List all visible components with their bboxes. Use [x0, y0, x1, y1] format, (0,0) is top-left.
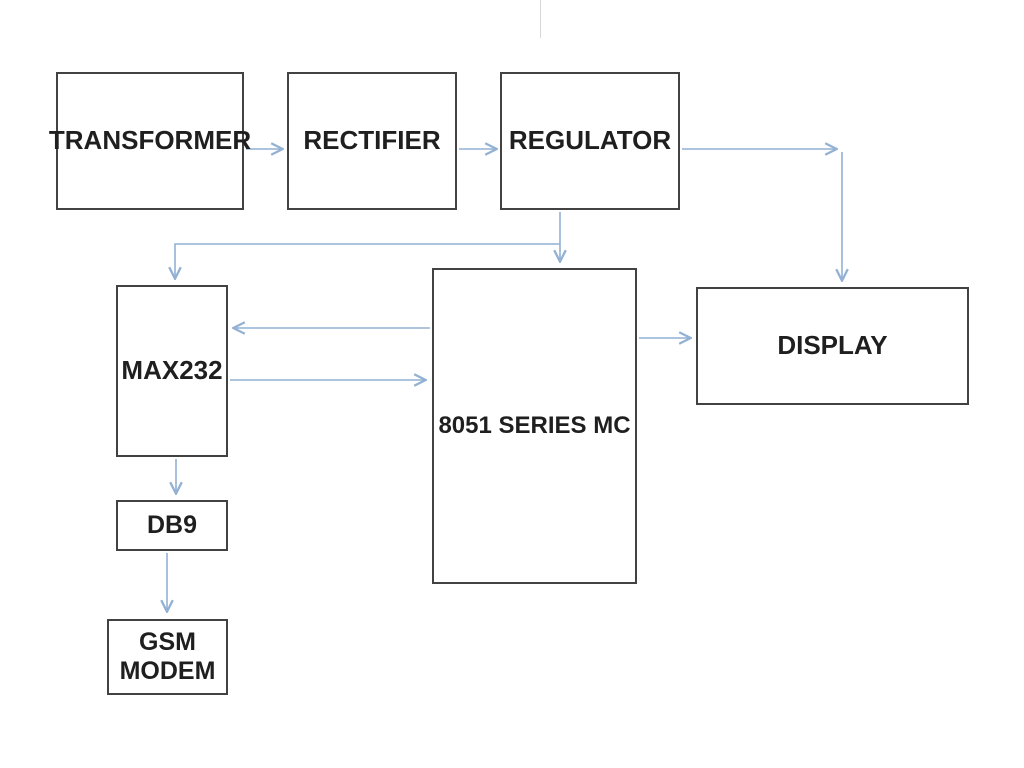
node-rectifier: RECTIFIER [287, 72, 457, 210]
top-edge-artifact-line [540, 0, 541, 38]
node-8051-series-mc-label: 8051 SERIES MC [438, 412, 631, 440]
node-gsm-modem: GSM MODEM [107, 619, 228, 695]
node-db9: DB9 [116, 500, 228, 551]
node-regulator-label: REGULATOR [508, 125, 672, 156]
node-transformer-label: TRANSFORMER [48, 125, 252, 156]
node-rectifier-label: RECTIFIER [303, 125, 441, 156]
node-max232-label: MAX232 [121, 355, 223, 386]
node-display-label: DISPLAY [777, 330, 888, 361]
node-8051-series-mc: 8051 SERIES MC [432, 268, 637, 584]
node-gsm-modem-label-line1: GSM [139, 628, 196, 657]
node-regulator: REGULATOR [500, 72, 680, 210]
node-display: DISPLAY [696, 287, 969, 405]
node-db9-label: DB9 [146, 511, 197, 540]
node-gsm-modem-label: GSM MODEM [120, 628, 216, 686]
node-max232: MAX232 [116, 285, 228, 457]
node-gsm-modem-label-line2: MODEM [119, 657, 216, 685]
node-transformer: TRANSFORMER [49, 72, 251, 210]
